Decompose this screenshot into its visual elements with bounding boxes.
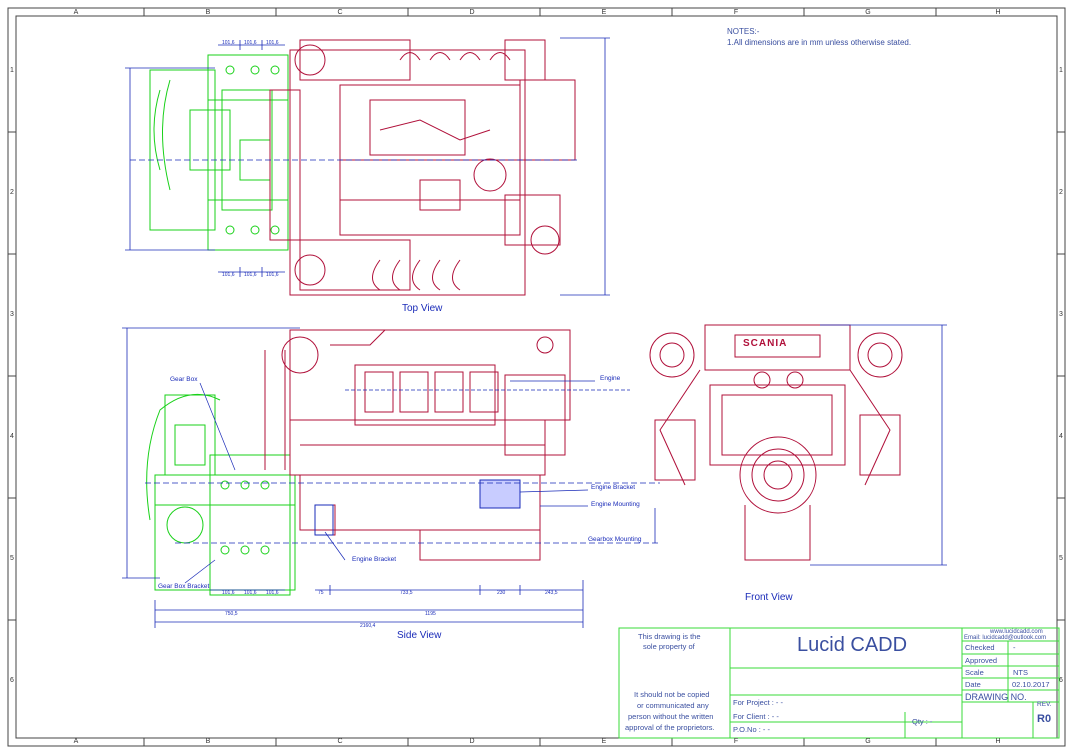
dim-top-f: 101,6 (266, 272, 279, 278)
zone-col-b-bottom: B (205, 738, 211, 745)
front-view-drawing (649, 324, 903, 561)
dim-top-e: 101,6 (244, 272, 257, 278)
tb-drawing-no-label: DRAWING NO. (965, 692, 1027, 702)
tb-email: Email: lucidcadd@outlook.com (964, 635, 1047, 641)
zone-row-2-right: 2 (1059, 189, 1063, 196)
dim-top-a: 101,6 (222, 40, 235, 46)
side-view-dimensions (122, 327, 660, 628)
zone-row-4-right: 4 (1059, 433, 1063, 440)
zone-col-h-bottom: H (995, 738, 1001, 745)
zone-col-a: A (73, 9, 79, 16)
notes-heading: NOTES:- (727, 27, 760, 36)
tb-scale-value: NTS (1013, 668, 1028, 677)
zone-col-c: C (337, 9, 343, 16)
dim-side-g: 243,5 (545, 590, 558, 596)
top-view-engine (269, 39, 576, 296)
dim-side-j: 2160,4 (360, 623, 376, 629)
callout-engine-bracket-right: Engine Bracket (591, 484, 636, 491)
dim-side-i: 1195 (425, 611, 436, 617)
tb-checked-value: - (1013, 643, 1016, 652)
notes-line-1: 1.All dimensions are in mm unless otherw… (727, 38, 912, 47)
callout-gearbox-mounting: Gearbox Mounting (588, 536, 642, 543)
zone-col-d-bottom: D (469, 738, 475, 745)
zone-row-3-right: 3 (1059, 311, 1063, 318)
tb-date-label: Date (965, 680, 981, 689)
zone-ticks (8, 8, 1065, 746)
zone-row-5-right: 5 (1059, 555, 1063, 562)
zone-col-e-bottom: E (601, 738, 607, 745)
dim-side-d: 75 (318, 590, 324, 596)
side-view-leaders (184, 380, 595, 584)
scania-logo-text: SCANIA (743, 338, 788, 349)
zone-row-5: 5 (10, 555, 14, 562)
side-view-engine (264, 329, 571, 561)
tb-qty-label: Qty : - (912, 717, 933, 726)
front-view-title: Front View (745, 592, 793, 603)
tb-date-value: 02.10.2017 (1012, 680, 1050, 689)
tb-client-label: For Client : - - (733, 712, 779, 721)
dim-top-b: 101,6 (244, 40, 257, 46)
tb-website: www.lucidcadd.com (990, 629, 1043, 635)
zone-row-1: 1 (10, 67, 14, 74)
side-view-title: Side View (397, 630, 442, 641)
tb-rev-value: R0 (1037, 713, 1052, 725)
tb-project-label: For Project : - - (733, 698, 784, 707)
tb-copy-line-3: person without the written (628, 712, 714, 721)
callout-engine-mounting: Engine Mounting (591, 501, 640, 508)
dim-side-f: 230 (497, 590, 506, 596)
tb-copy-line-1: It should not be copied (634, 690, 710, 699)
dim-side-e: 733,5 (400, 590, 413, 596)
dim-side-b: 101,6 (244, 590, 257, 596)
zone-col-f: F (733, 9, 739, 16)
zone-row-6: 6 (10, 677, 14, 684)
callout-gear-box: Gear Box (170, 376, 198, 383)
tb-scale-label: Scale (965, 668, 984, 677)
dim-side-a: 101,6 (222, 590, 235, 596)
dim-side-c: 101,6 (266, 590, 279, 596)
zone-col-h: H (995, 9, 1001, 16)
tb-approved-label: Approved (965, 656, 998, 665)
zone-col-f-bottom: F (733, 738, 739, 745)
zone-col-d: D (469, 9, 475, 16)
tb-property-line-2: sole property of (643, 642, 695, 651)
zone-row-3: 3 (10, 311, 14, 318)
zone-col-g: G (865, 9, 871, 16)
title-block-grid (618, 627, 1060, 739)
callout-engine-bracket-left: Engine Bracket (352, 556, 397, 563)
dim-side-h: 750,5 (225, 611, 238, 617)
zone-row-6-right: 6 (1059, 677, 1063, 684)
tb-company-name: Lucid CADD (797, 634, 908, 656)
tb-copy-line-2: or communicated any (637, 701, 709, 710)
sheet-border-outer (7, 7, 1066, 747)
top-view-gearbox (149, 54, 289, 251)
zone-row-4: 4 (10, 433, 14, 440)
side-view-drawing (122, 327, 660, 628)
zone-col-b: B (205, 9, 211, 16)
tb-property-line-1: This drawing is the (638, 632, 701, 641)
front-view-dimensions (810, 324, 947, 566)
zone-row-2: 2 (10, 189, 14, 196)
callout-engine: Engine (600, 375, 621, 382)
callout-gear-box-bracket: Gear Box Bracket (158, 583, 210, 590)
top-view-title: Top View (402, 303, 443, 314)
top-view-drawing (125, 37, 610, 296)
zone-col-c-bottom: C (337, 738, 343, 745)
sheet-border-inner (15, 15, 1058, 739)
top-view-dimensions (125, 37, 610, 296)
side-view-gearbox (146, 393, 296, 596)
dim-top-c: 101,6 (266, 40, 279, 46)
tb-rev-label: REV. (1037, 701, 1052, 708)
dim-top-d: 101,6 (222, 272, 235, 278)
zone-col-a-bottom: A (73, 738, 79, 745)
tb-po-label: P.O.No : - - (733, 725, 770, 734)
tb-copy-line-4: approval of the proprietors. (625, 723, 715, 732)
tb-checked-label: Checked (965, 643, 995, 652)
zone-row-1-right: 1 (1059, 67, 1063, 74)
zone-col-g-bottom: G (865, 738, 871, 745)
side-view-bracket (314, 479, 521, 536)
zone-col-e: E (601, 9, 607, 16)
